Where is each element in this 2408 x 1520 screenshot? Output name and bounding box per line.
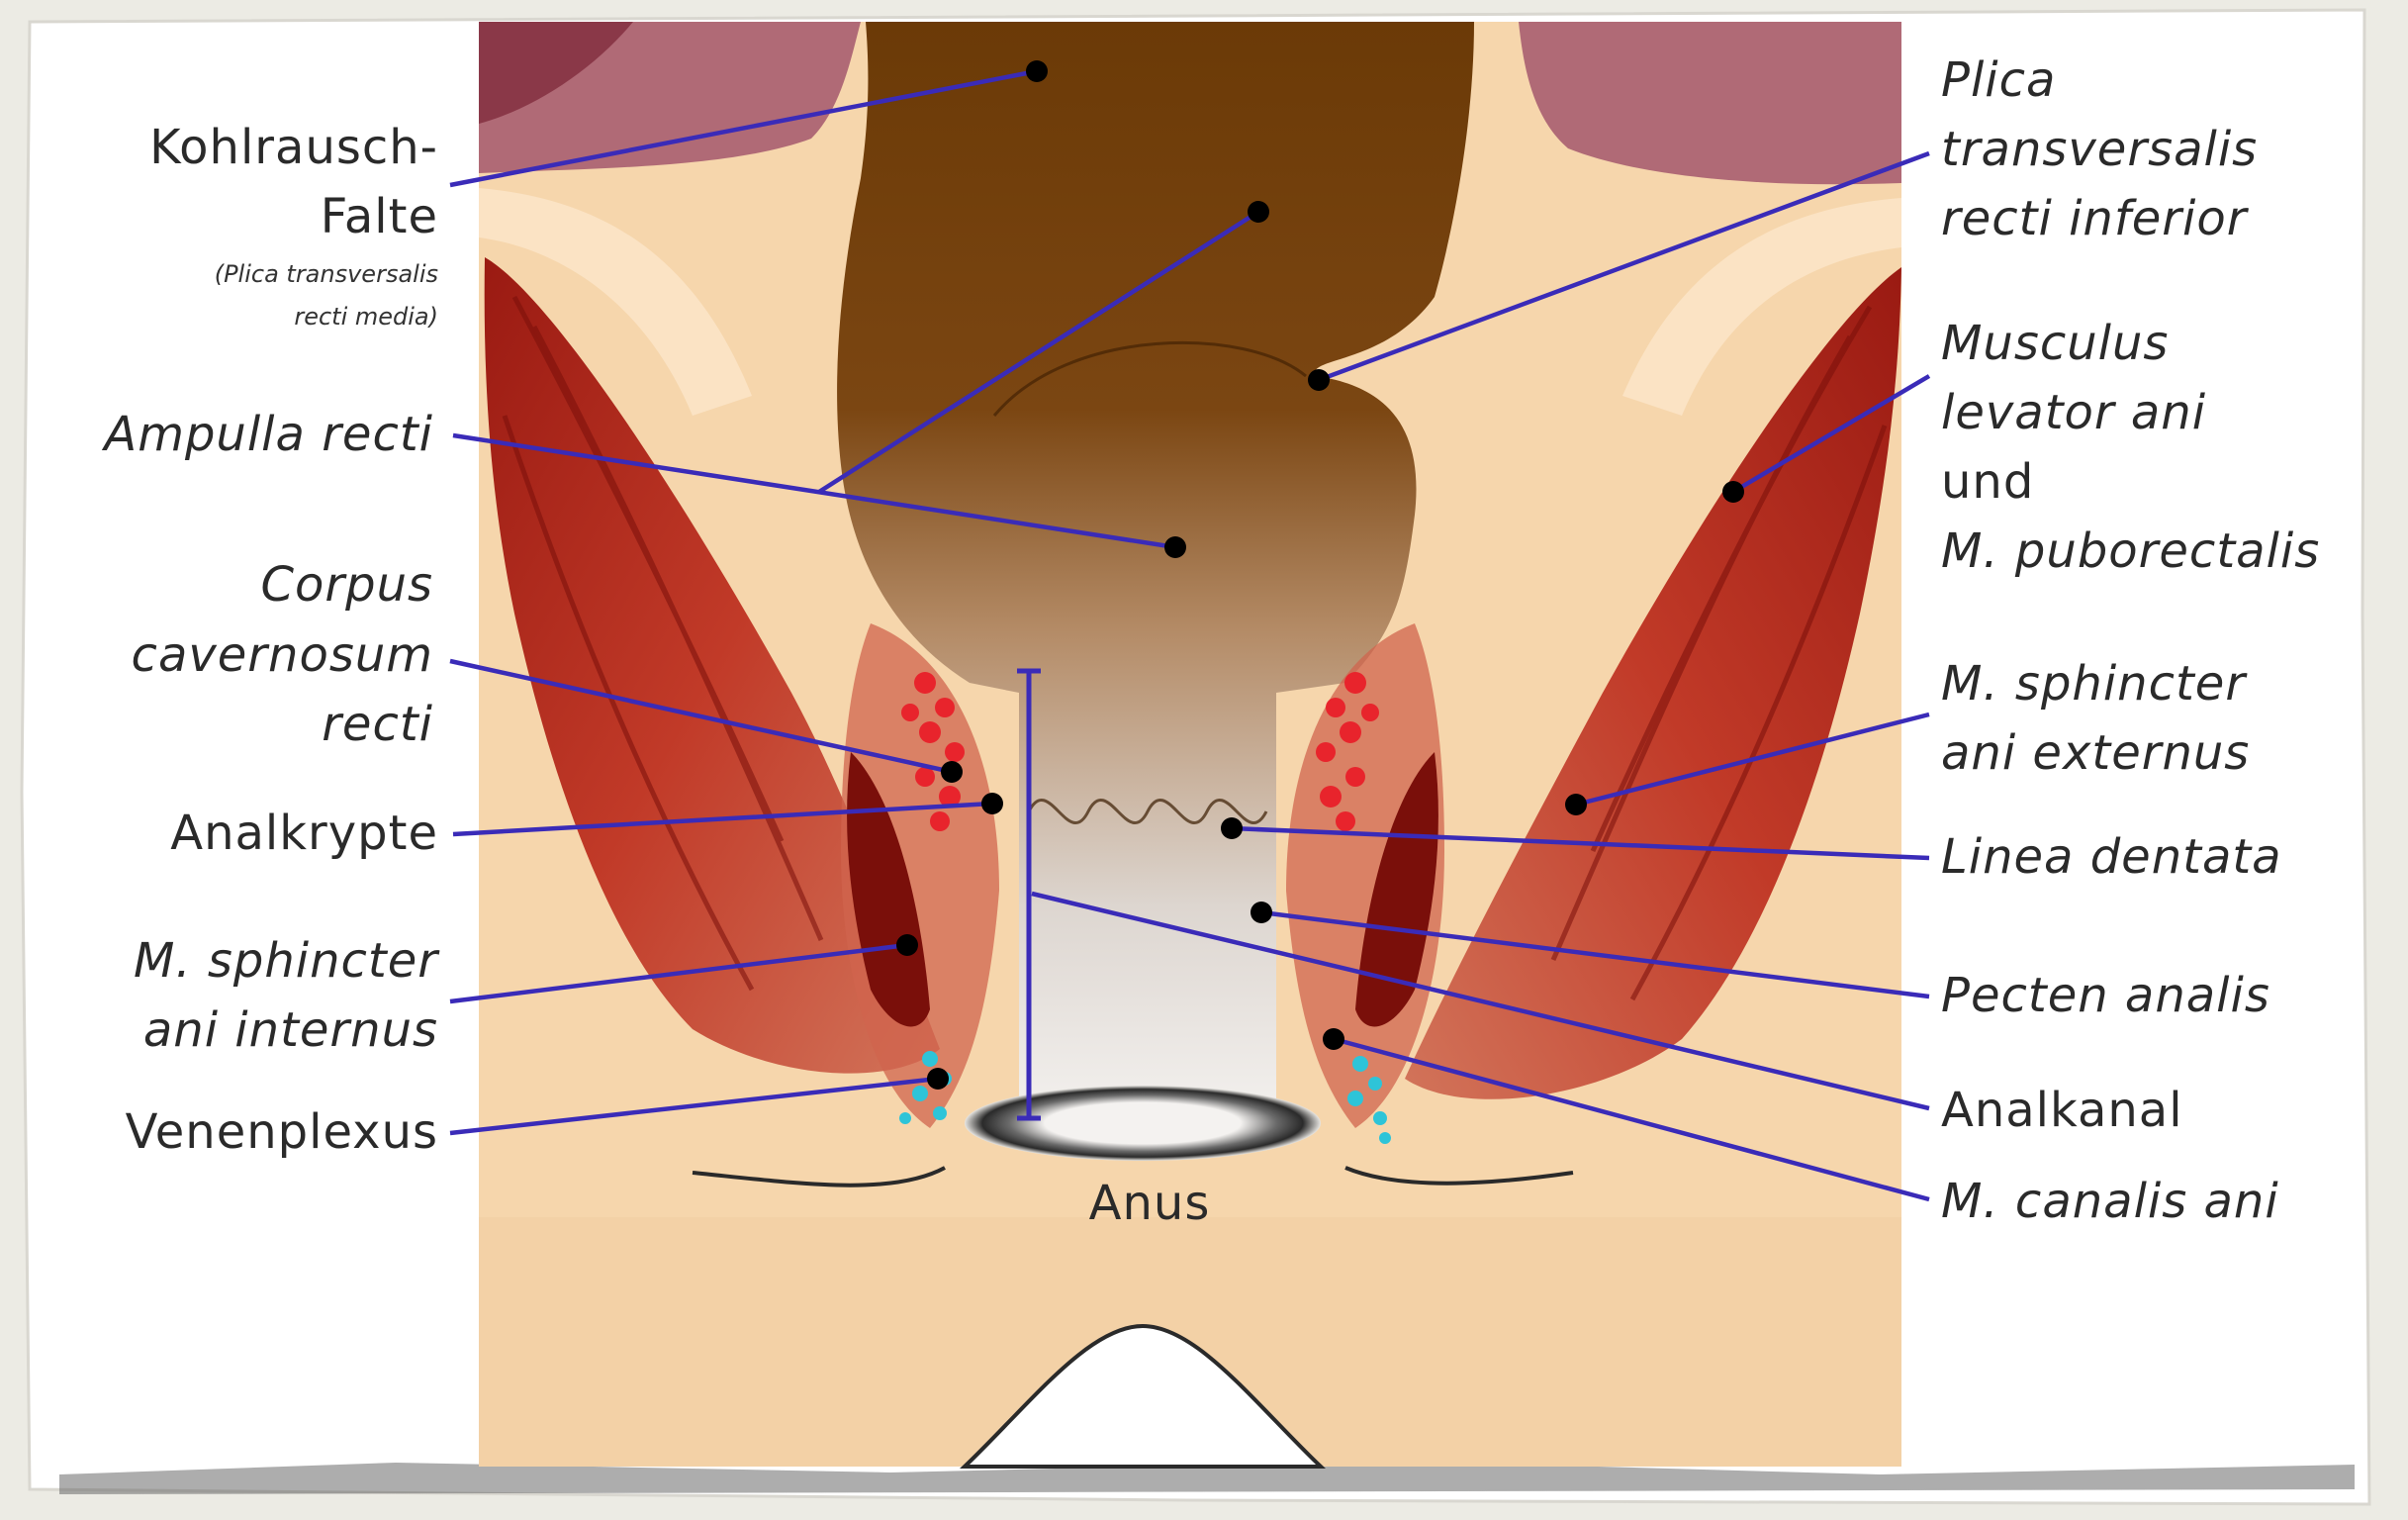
dot-ampulla-upper	[1248, 201, 1269, 223]
label-ampulla: Ampulla recti	[101, 407, 433, 462]
label-sphincter-int-1: M. sphincter	[134, 933, 440, 989]
label-kohlrausch-note-1: (Plica transversalis	[215, 260, 438, 288]
label-venenplexus: Venenplexus	[126, 1104, 438, 1160]
dot-pecten	[1250, 902, 1272, 923]
label-plica-3: recti inferior	[1941, 191, 2250, 246]
dot-linea	[1221, 817, 1243, 839]
dot-corpus	[941, 761, 963, 783]
label-levator-3: und	[1941, 454, 2034, 510]
label-corpus-1: Corpus	[260, 557, 433, 613]
label-linea: Linea dentata	[1941, 829, 2282, 885]
label-sphincter-ext-1: M. sphincter	[1941, 656, 2248, 712]
dot-sphincter-int	[896, 934, 918, 956]
dot-canalis	[1323, 1028, 1344, 1050]
label-anus: Anus	[1089, 1176, 1211, 1231]
dot-levator	[1722, 481, 1744, 503]
label-canalis: M. canalis ani	[1941, 1174, 2279, 1229]
label-plica-2: transversalis	[1941, 122, 2258, 177]
label-sphincter-int-2: ani internus	[143, 1002, 438, 1058]
anus-ring	[965, 1086, 1321, 1161]
label-kohlrausch-note-2: recti media)	[294, 303, 438, 331]
label-analkanal: Analkanal	[1941, 1083, 2183, 1138]
label-levator-1: Musculus	[1941, 316, 2169, 371]
label-pecten: Pecten analis	[1941, 968, 2270, 1023]
illustration	[479, 22, 1901, 1467]
dot-plica	[1308, 369, 1330, 391]
label-corpus-3: recti	[322, 697, 433, 752]
label-analkrypte: Analkrypte	[170, 806, 438, 861]
dot-kohlrausch	[1026, 60, 1048, 82]
label-sphincter-ext-2: ani externus	[1941, 725, 2250, 781]
label-corpus-2: cavernosum	[132, 627, 433, 683]
label-kohlrausch-2: Falte	[321, 189, 438, 244]
label-plica-1: Plica	[1941, 52, 2056, 108]
label-kohlrausch-1: Kohlrausch-	[149, 120, 438, 175]
label-levator-4: M. puborectalis	[1941, 523, 2320, 579]
dot-analkrypte	[981, 793, 1003, 814]
dot-ampulla	[1164, 536, 1186, 558]
label-levator-2: levator ani	[1941, 385, 2206, 440]
dot-sphincter-ext	[1565, 794, 1587, 815]
dot-venenplexus	[927, 1068, 949, 1090]
